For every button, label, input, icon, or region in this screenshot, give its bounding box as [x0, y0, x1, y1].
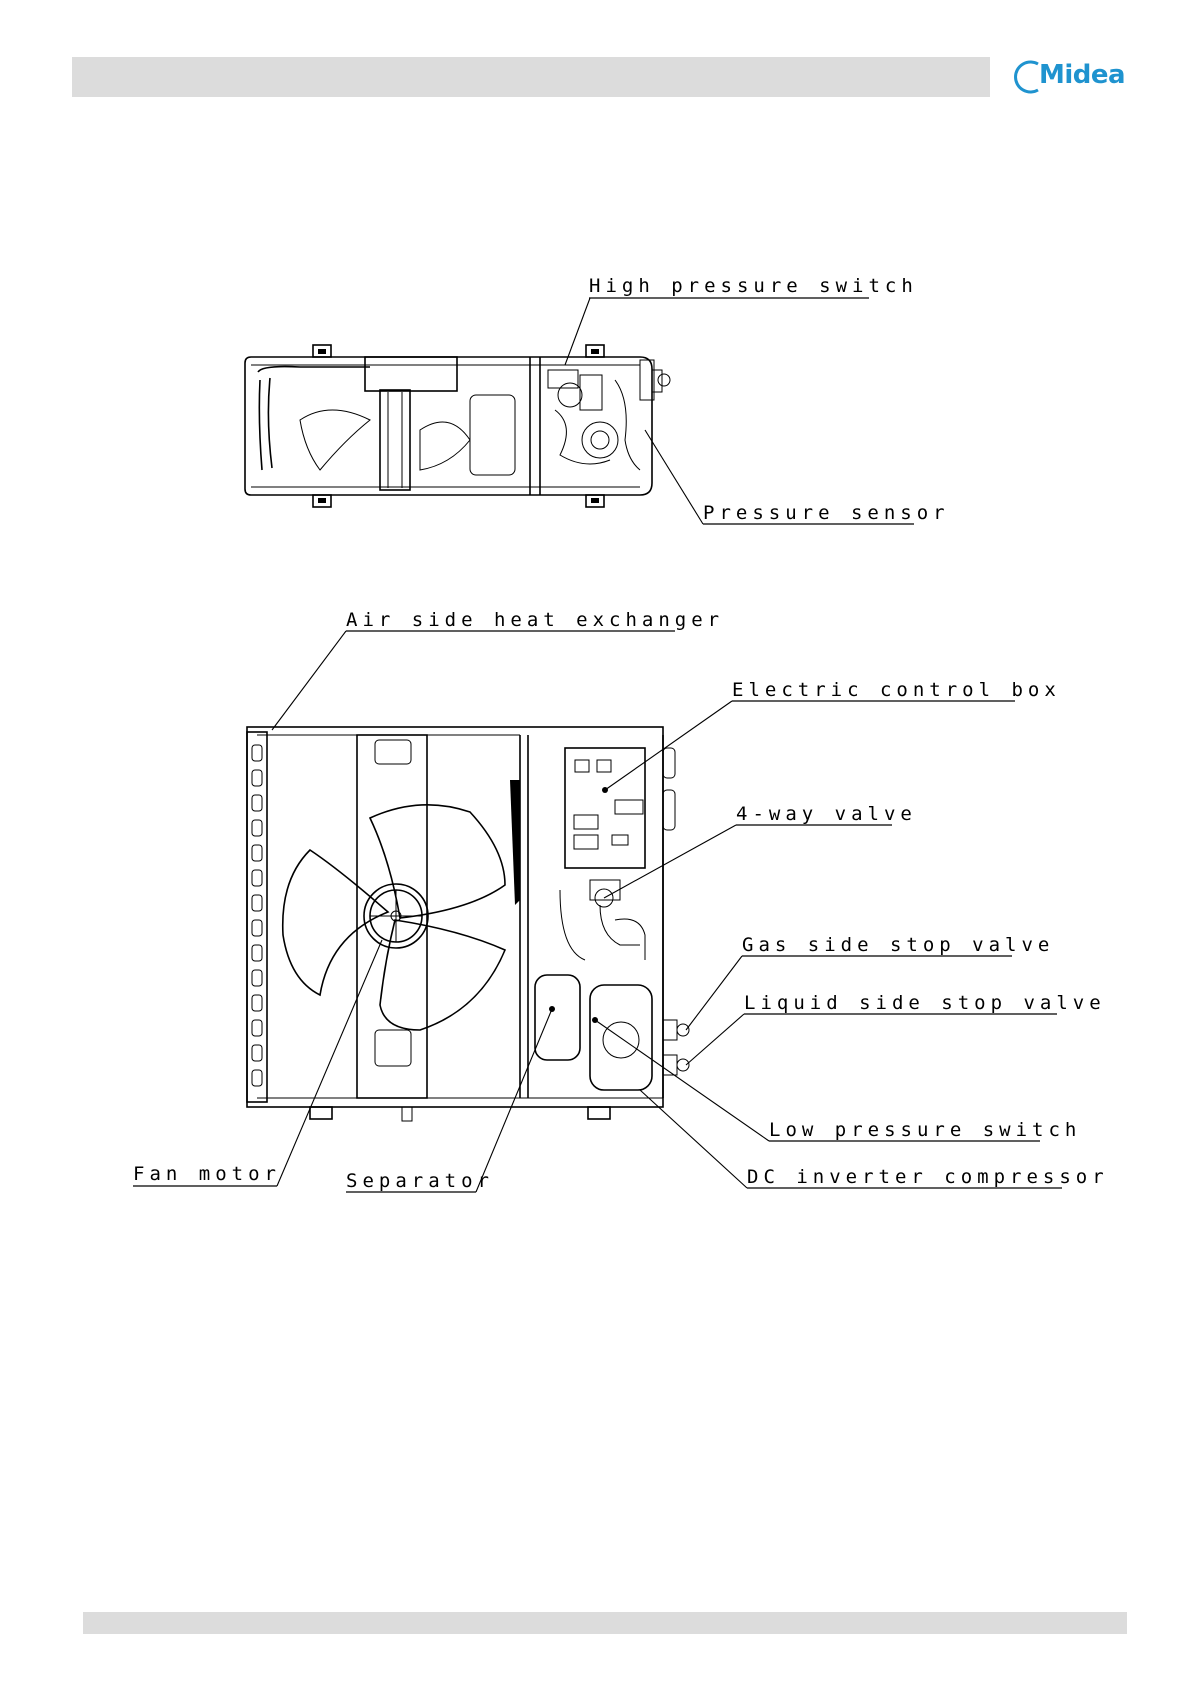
gas-side-stop-valve-text: Gas side stop valve: [742, 934, 1054, 956]
air-side-heat-exchanger-text: Air side heat exchanger: [346, 609, 724, 631]
electric-control-box-text: Electric control box: [732, 679, 1061, 701]
label-air-side-heat-exchanger: Air side heat exchanger: [272, 609, 724, 730]
separator-text: Separator: [346, 1170, 494, 1192]
label-pressure-sensor: Pressure sensor: [645, 430, 950, 524]
top-view-drawing: [245, 345, 670, 507]
liquid-side-stop-valve-text: Liquid side stop valve: [744, 992, 1106, 1014]
label-fan-motor: Fan motor: [133, 940, 382, 1186]
footer-bar: [83, 1612, 1127, 1634]
label-high-pressure-switch: High pressure switch: [565, 275, 918, 365]
fan-motor-text: Fan motor: [133, 1163, 281, 1185]
label-liquid-side-stop-valve: Liquid side stop valve: [686, 992, 1106, 1065]
label-electric-control-box: Electric control box: [605, 679, 1061, 790]
label-low-pressure-switch: Low pressure switch: [595, 1020, 1081, 1141]
fan-blades: [283, 805, 505, 1030]
high-pressure-switch-text: High pressure switch: [589, 275, 918, 297]
heat-exchanger-fins: [252, 745, 262, 1086]
label-4-way-valve: 4-way valve: [604, 803, 917, 898]
dc-inverter-compressor-text: DC inverter compressor: [747, 1166, 1109, 1188]
label-gas-side-stop-valve: Gas side stop valve: [686, 934, 1054, 1030]
low-pressure-switch-text: Low pressure switch: [769, 1119, 1081, 1141]
4-way-valve-text: 4-way valve: [736, 803, 917, 825]
pressure-sensor-text: Pressure sensor: [703, 502, 950, 524]
front-view-drawing: [247, 727, 689, 1121]
label-separator: Separator: [346, 1009, 552, 1192]
